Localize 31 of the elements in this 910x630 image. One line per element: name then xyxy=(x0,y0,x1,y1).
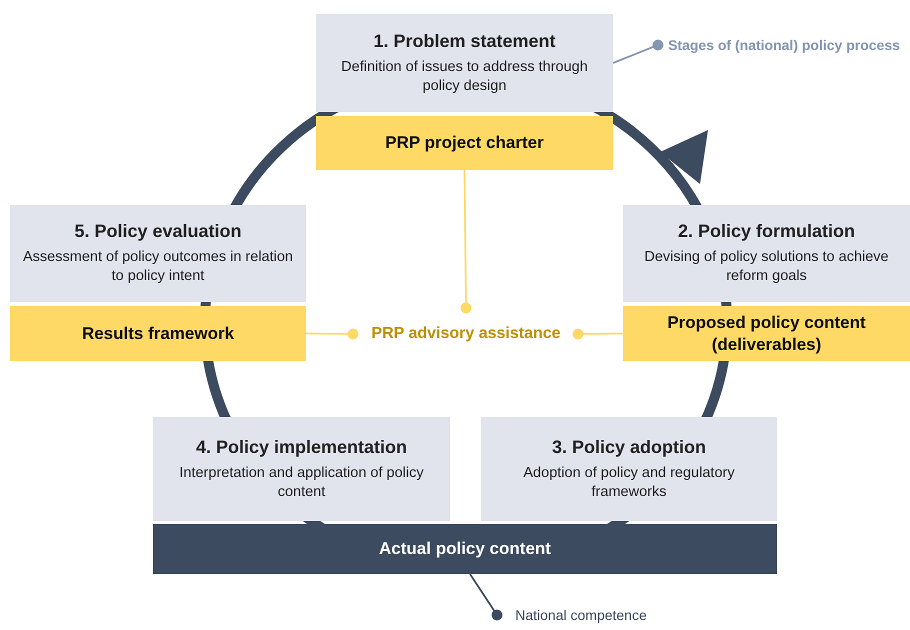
output-label: PRP project charter xyxy=(385,132,544,154)
stage-box xyxy=(316,14,613,112)
stage-title: 2. Policy formulation xyxy=(678,221,856,242)
output-box xyxy=(10,306,306,361)
connector-line xyxy=(306,328,358,340)
connector-line xyxy=(612,40,664,64)
connector-line xyxy=(572,328,623,340)
stage-description: Assessment of policy outcomes in relation to policy intent xyxy=(22,248,294,286)
output-box xyxy=(316,116,613,170)
connector-line xyxy=(460,170,472,314)
stage-box xyxy=(153,417,450,521)
stage-title: 1. Problem statement xyxy=(373,30,556,52)
output-label: Results framework xyxy=(82,322,234,344)
output-label: Proposed policy content (deliverables) xyxy=(666,312,867,355)
callout-text: National competence xyxy=(506,604,656,626)
stage-description: Adoption of policy and regulatory frameworks xyxy=(522,464,736,502)
stage-box xyxy=(481,417,777,521)
stage-title: 5. Policy evaluation xyxy=(74,221,242,242)
stage-description: Definition of issues to address through policy design xyxy=(340,58,589,96)
output-box xyxy=(623,306,910,361)
stage-title: 3. Policy adoption xyxy=(552,436,706,458)
stage-box xyxy=(623,205,910,302)
content-bar xyxy=(153,524,777,574)
stage-title: 4. Policy implementation xyxy=(196,436,408,458)
stage-description: Interpretation and application of policy content xyxy=(178,464,425,502)
content-label: Actual policy content xyxy=(379,539,551,559)
callout-text: Stages of (national) policy process xyxy=(666,34,902,56)
center-label: PRP advisory assistance xyxy=(366,322,566,346)
stage-description: Devising of policy solutions to achieve reform goals xyxy=(643,248,890,286)
stage-box xyxy=(10,205,306,302)
connector-line xyxy=(469,574,502,620)
